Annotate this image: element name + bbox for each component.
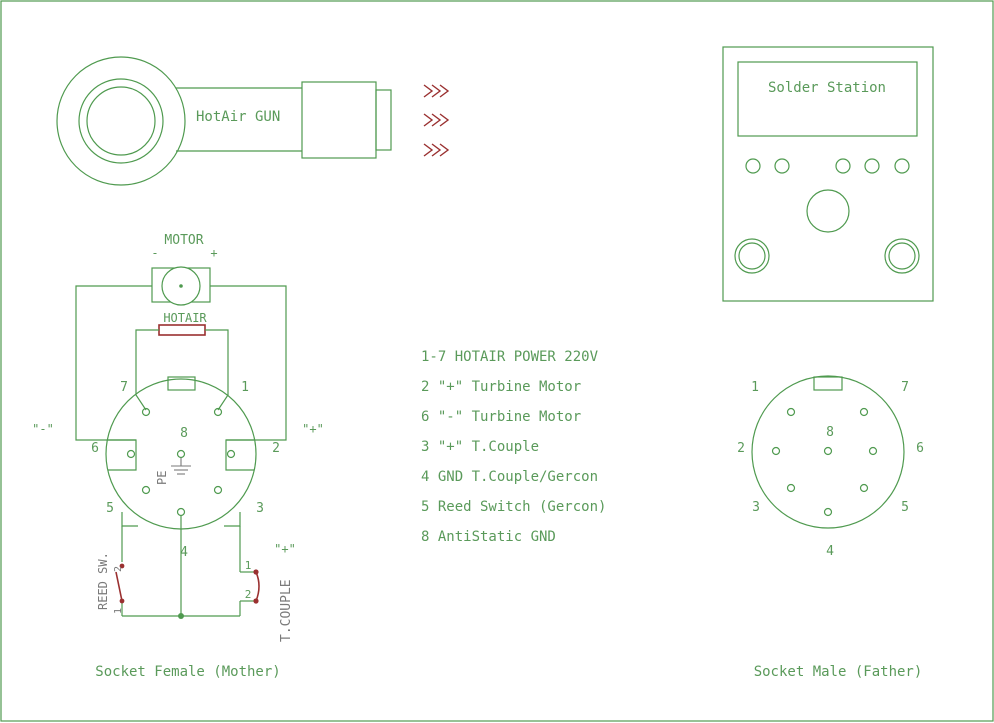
minus-label: "-" [32, 422, 54, 436]
reed-pin1-label: 1 [113, 608, 124, 614]
legend-item: 5 Reed Switch (Gercon) [421, 499, 606, 515]
pin-label: 6 [91, 441, 99, 456]
legend-item: 6 "-" Turbine Motor [421, 409, 581, 425]
motor-plus-label: + [210, 246, 217, 260]
ground-icon [171, 458, 191, 475]
station-led [894, 158, 910, 174]
tc-plus-label: "+" [274, 542, 296, 556]
pin-label: 8 [826, 425, 834, 440]
legend-item: 3 "+" T.Couple [421, 439, 539, 455]
gun-label: HotAir GUN [196, 109, 280, 125]
tc-label: T.COUPLE [279, 579, 294, 642]
heater-label: HOTAIR [163, 311, 207, 325]
female-socket-title: Socket Female (Mother) [95, 664, 280, 680]
pin-label: 1 [751, 380, 759, 395]
socket-key [813, 376, 843, 391]
pin-2 [771, 446, 781, 456]
station-socket-left [734, 238, 770, 274]
station-label: Solder Station [768, 80, 886, 96]
pin-label: 1 [241, 380, 249, 395]
pin-label: 7 [901, 380, 909, 395]
station-led [774, 158, 790, 174]
pin-4 [176, 507, 186, 517]
pin-legend: 1-7 HOTAIR POWER 220V 2 "+" Turbine Moto… [421, 349, 606, 545]
pin-label: 6 [916, 441, 924, 456]
legend-item: 8 AntiStatic GND [421, 529, 556, 545]
station-led [864, 158, 880, 174]
reed-switch: REED SW. 1 2 [96, 552, 125, 614]
motor-minus-label: - [151, 246, 158, 260]
pin-label: 3 [752, 500, 760, 515]
legend-item: 2 "+" Turbine Motor [421, 379, 581, 395]
motor: MOTOR - + [75, 233, 287, 441]
pin-1 [786, 407, 796, 417]
pe-label: PE [155, 471, 169, 485]
pin-2 [226, 449, 236, 459]
station-led [835, 158, 851, 174]
station-knob [806, 189, 850, 233]
pin-7 [859, 407, 869, 417]
pin-label: 5 [106, 501, 114, 516]
legend-item: 1-7 HOTAIR POWER 220V [421, 349, 599, 365]
station-led [745, 158, 761, 174]
pin-4 [823, 507, 833, 517]
male-socket-title: Socket Male (Father) [754, 664, 923, 680]
air-flow-arrows [423, 84, 450, 157]
pin-label: 4 [180, 545, 188, 560]
hotair-gun: HotAir GUN [56, 56, 392, 186]
pin-label: 3 [256, 501, 264, 516]
legend-item: 4 GND T.Couple/Gercon [421, 469, 598, 485]
pin-6 [868, 446, 878, 456]
socket-key [167, 376, 196, 391]
pin-1 [213, 407, 223, 417]
sensor-wiring: REED SW. 1 2 1 2 "+" T.COUPLE [96, 516, 296, 642]
tc-pin2-label: 2 [245, 588, 252, 601]
pin-label: 2 [737, 441, 745, 456]
motor-label: MOTOR [164, 233, 203, 248]
junction-dot [178, 613, 184, 619]
heater-resistor [158, 324, 206, 336]
pin-5 [859, 483, 869, 493]
solder-station: Solder Station [722, 46, 934, 302]
pin-8 [823, 446, 833, 456]
pin-7 [141, 407, 151, 417]
pin-label: 2 [272, 441, 280, 456]
pin-3 [213, 485, 223, 495]
tc-pin1-label: 1 [245, 559, 252, 572]
pin-label: 5 [901, 500, 909, 515]
reed-label: REED SW. [96, 552, 110, 610]
socket-male: 1 7 2 6 8 3 5 4 [737, 375, 924, 559]
pin-6 [126, 449, 136, 459]
plus-label: "+" [302, 422, 324, 436]
pin-3 [786, 483, 796, 493]
pin-label: 4 [826, 544, 834, 559]
station-socket-right [884, 238, 920, 274]
pin-label: 7 [120, 380, 128, 395]
heater: HOTAIR [135, 311, 229, 411]
pin-5 [141, 485, 151, 495]
thermocouple: 1 2 "+" T.COUPLE [245, 542, 296, 642]
pin-label: 8 [180, 426, 188, 441]
reed-pin2-label: 2 [113, 566, 124, 572]
pin-8 [176, 449, 186, 459]
